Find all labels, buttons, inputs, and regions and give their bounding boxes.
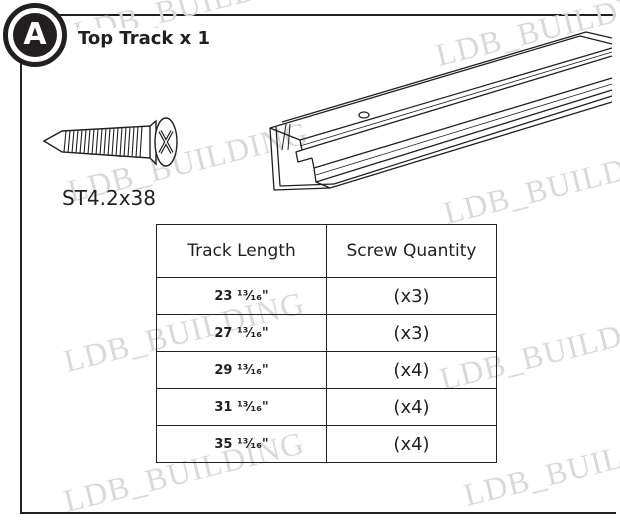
track-length-cell: 27 ¹³⁄₁₆" [156, 314, 327, 352]
table-row: 31 ¹³⁄₁₆" (x4) [156, 388, 497, 426]
screw-icon [42, 117, 178, 167]
column-header-screw-quantity: Screw Quantity [326, 224, 497, 278]
track-length-cell: 23 ¹³⁄₁₆" [156, 277, 327, 315]
section-badge: A [3, 3, 67, 67]
track-length-cell: 31 ¹³⁄₁₆" [156, 388, 327, 426]
table-row: 27 ¹³⁄₁₆" (x3) [156, 314, 497, 352]
part-title: Top Track x 1 [78, 28, 217, 49]
screw-quantity-cell: (x4) [326, 388, 497, 426]
table-row: 23 ¹³⁄₁₆" (x3) [156, 277, 497, 315]
screw-quantity-table: Track Length Screw Quantity 23 ¹³⁄₁₆" (x… [156, 224, 497, 463]
screw-label: ST4.2x38 [62, 186, 157, 210]
table-row: 35 ¹³⁄₁₆" (x4) [156, 425, 497, 463]
table-header-row: Track Length Screw Quantity [156, 224, 497, 278]
screw-quantity-cell: (x4) [326, 351, 497, 389]
top-track-icon [269, 31, 613, 191]
section-letter: A [13, 13, 57, 57]
track-length-cell: 35 ¹³⁄₁₆" [156, 425, 327, 463]
track-length-cell: 29 ¹³⁄₁₆" [156, 351, 327, 389]
section-frame [20, 14, 616, 514]
table-row: 29 ¹³⁄₁₆" (x4) [156, 351, 497, 389]
screw-quantity-cell: (x3) [326, 277, 497, 315]
screw-quantity-cell: (x3) [326, 314, 497, 352]
column-header-track-length: Track Length [156, 224, 327, 278]
screw-quantity-cell: (x4) [326, 425, 497, 463]
